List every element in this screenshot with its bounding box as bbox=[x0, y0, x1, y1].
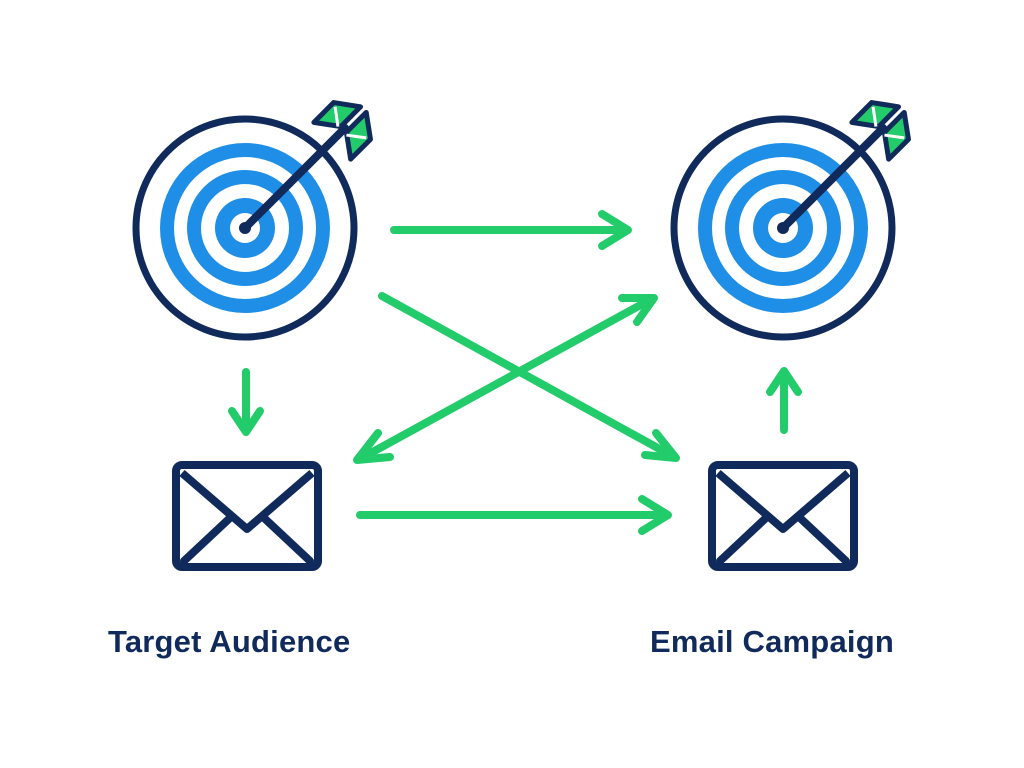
arrow-target-right-to-email-left bbox=[353, 294, 658, 464]
arrow-email-left-to-email-right bbox=[356, 495, 672, 535]
email-campaign-label: Email Campaign bbox=[650, 624, 894, 659]
target-arrow-icon bbox=[670, 100, 911, 341]
target-audience-label: Target Audience bbox=[108, 624, 351, 659]
arrow-target-left-to-target-right bbox=[390, 210, 632, 250]
target-arrow-icon bbox=[132, 100, 373, 341]
envelope-icon bbox=[172, 461, 322, 571]
envelope-icon bbox=[708, 461, 858, 571]
arrow-target-left-to-email-left bbox=[228, 368, 264, 436]
arrow-email-right-to-target-right bbox=[766, 367, 802, 434]
connectors bbox=[228, 210, 802, 535]
arrow-target-left-to-email-right bbox=[378, 292, 680, 462]
